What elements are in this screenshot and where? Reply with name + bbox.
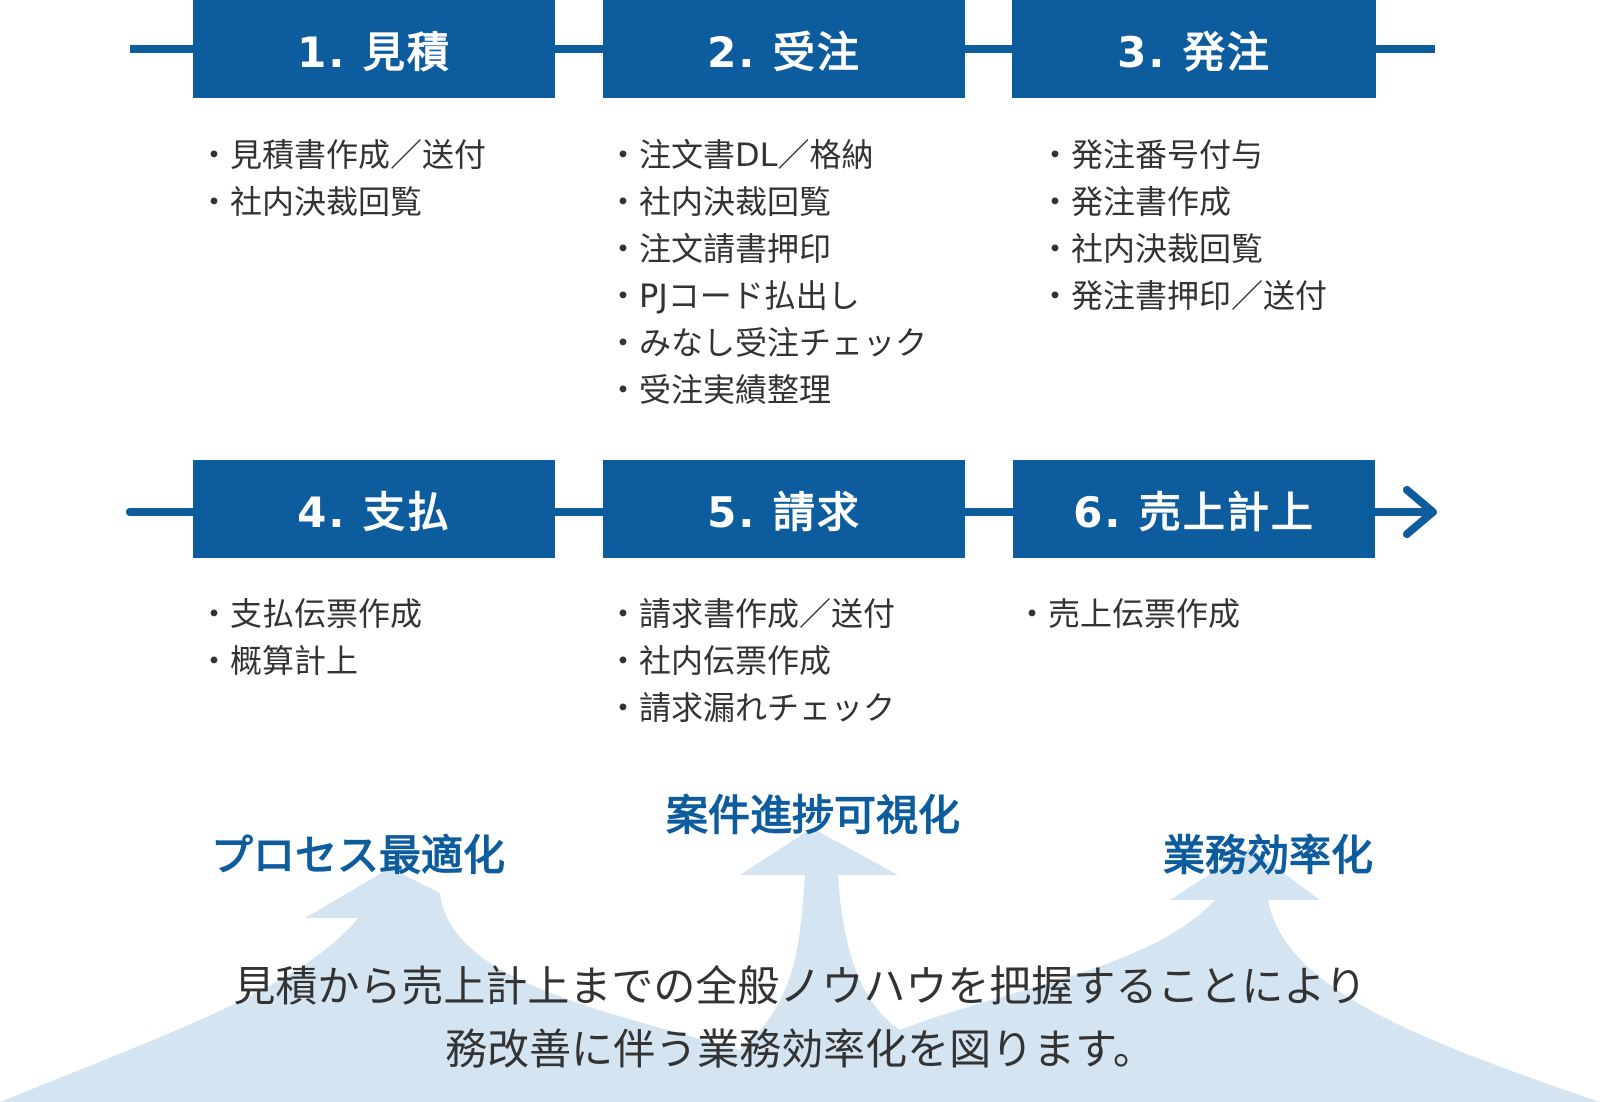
list-item: 概算計上 <box>198 638 422 685</box>
list-item: 社内伝票作成 <box>607 638 895 685</box>
step-box-sales-recording: 6. 売上計上 <box>1013 460 1375 558</box>
step-box-order-receipt: 2. 受注 <box>603 0 965 98</box>
list-item: 注文請書押印 <box>607 226 927 273</box>
list-item: 発注番号付与 <box>1039 132 1327 179</box>
step-box-estimate: 1. 見積 <box>193 0 555 98</box>
step-box-billing: 5. 請求 <box>603 460 965 558</box>
list-item: 社内決裁回覧 <box>1039 226 1327 273</box>
summary-line-1: 見積から売上計上までの全般ノウハウを把握することにより <box>233 962 1367 1011</box>
task-list-billing: 請求書作成／送付 社内伝票作成 請求漏れチェック <box>607 591 895 732</box>
step-label-billing: 5. 請求 <box>707 487 861 537</box>
rising-arrows-shape <box>0 828 1600 1102</box>
task-list-estimate: 見積書作成／送付 社内決裁回覧 <box>198 132 486 226</box>
list-item: 社内決裁回覧 <box>198 179 486 226</box>
list-item: 注文書DL／格納 <box>607 132 927 179</box>
list-item: 見積書作成／送付 <box>198 132 486 179</box>
flow-arrowhead-icon <box>1403 486 1437 538</box>
summary-line-2: 務改善に伴う業務効率化を図ります。 <box>445 1025 1155 1074</box>
list-item: みなし受注チェック <box>607 320 927 367</box>
benefit-operational-efficiency: 業務効率化 <box>1162 831 1374 880</box>
task-list-purchase-order: 発注番号付与 発注書作成 社内決裁回覧 発注書押印／送付 <box>1039 132 1327 320</box>
list-item: 発注書押印／送付 <box>1039 273 1327 320</box>
task-list-sales-recording: 売上伝票作成 <box>1016 591 1240 638</box>
step-box-payment: 4. 支払 <box>193 460 555 558</box>
task-list-order-receipt: 注文書DL／格納 社内決裁回覧 注文請書押印 PJコード払出し みなし受注チェッ… <box>607 132 927 414</box>
list-item: 請求漏れチェック <box>607 685 895 732</box>
step-label-estimate: 1. 見積 <box>297 27 451 77</box>
benefit-progress-visibility: 案件進捗可視化 <box>665 791 961 840</box>
list-item: PJコード払出し <box>607 273 927 320</box>
step-label-sales-recording: 6. 売上計上 <box>1073 487 1315 537</box>
list-item: 発注書作成 <box>1039 179 1327 226</box>
list-item: 支払伝票作成 <box>198 591 422 638</box>
task-list-payment: 支払伝票作成 概算計上 <box>198 591 422 685</box>
list-item: 受注実績整理 <box>607 367 927 414</box>
list-item: 請求書作成／送付 <box>607 591 895 638</box>
step-box-purchase-order: 3. 発注 <box>1012 0 1376 98</box>
list-item: 社内決裁回覧 <box>607 179 927 226</box>
benefit-process-optimization: プロセス最適化 <box>210 831 506 880</box>
step-label-payment: 4. 支払 <box>297 487 451 537</box>
step-label-purchase-order: 3. 発注 <box>1117 27 1271 77</box>
step-label-order-receipt: 2. 受注 <box>707 27 861 77</box>
list-item: 売上伝票作成 <box>1016 591 1240 638</box>
